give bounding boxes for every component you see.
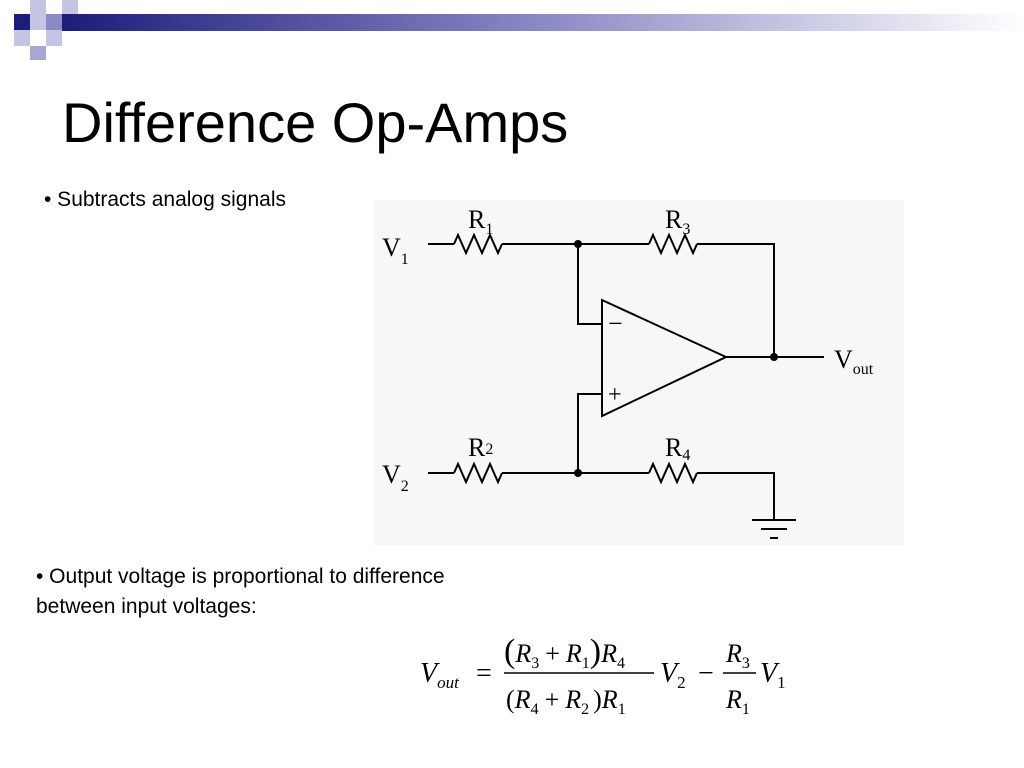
- junction-dot: [770, 353, 778, 361]
- header-square: [62, 0, 78, 14]
- formula-equals: =: [476, 658, 492, 689]
- formula-v2: V2: [660, 658, 686, 692]
- resistor-r4: [648, 461, 698, 485]
- difference-amplifier-circuit: V1 R1 R3 V2 R2 R4 Vout − +: [374, 200, 904, 545]
- label-vout: Vout: [834, 345, 874, 378]
- noninverting-input-sign: +: [608, 382, 622, 408]
- formula-denominator: (R4+R2)R1: [506, 685, 626, 718]
- label-r1: R1: [468, 205, 493, 238]
- header-square: [46, 30, 62, 46]
- bullet-output-voltage: • Output voltage is proportional to diff…: [36, 565, 445, 618]
- label-r2: R2: [468, 433, 493, 462]
- formula-vout: Vout: [420, 658, 460, 692]
- header-gradient-line: [62, 14, 1024, 31]
- output-voltage-formula: Vout = (R3+R1)R4 (R4+R2)R1 V2 − R3 R1 V1: [420, 633, 786, 718]
- formula-r3-numerator: R3: [725, 639, 750, 672]
- header-square: [30, 46, 46, 60]
- label-v1: V1: [382, 233, 409, 268]
- formula-numerator: (R3+R1)R4: [504, 633, 625, 672]
- wire-node-inverting: [577, 244, 602, 325]
- label-r3: R3: [665, 205, 690, 238]
- header-decoration: [14, 0, 1024, 60]
- op-amp-triangle: [601, 298, 729, 418]
- junction-dot: [574, 240, 582, 248]
- resistor-r2: [453, 461, 503, 485]
- bullet-subtracts: • Subtracts analog signals: [44, 188, 286, 211]
- label-v2: V2: [382, 460, 409, 495]
- wire-r3-output: [697, 243, 775, 357]
- header-square: [30, 14, 46, 30]
- wire-r4-ground: [697, 472, 775, 520]
- circuit-background: [374, 200, 904, 545]
- header-square: [14, 30, 30, 46]
- label-r4: R4: [665, 433, 690, 464]
- junction-dot: [574, 469, 582, 477]
- formula-v1: V1: [760, 658, 786, 692]
- header-square: [14, 14, 30, 30]
- wire-node-noninverting: [577, 393, 602, 473]
- resistor-r1: [453, 232, 503, 256]
- header-square: [46, 14, 62, 30]
- header-square: [30, 0, 46, 14]
- resistor-r3: [648, 232, 698, 256]
- formula-minus: −: [698, 658, 714, 689]
- inverting-input-sign: −: [608, 309, 623, 338]
- formula-r1-denominator: R1: [725, 685, 750, 718]
- slide-title: Difference Op-Amps: [62, 91, 569, 154]
